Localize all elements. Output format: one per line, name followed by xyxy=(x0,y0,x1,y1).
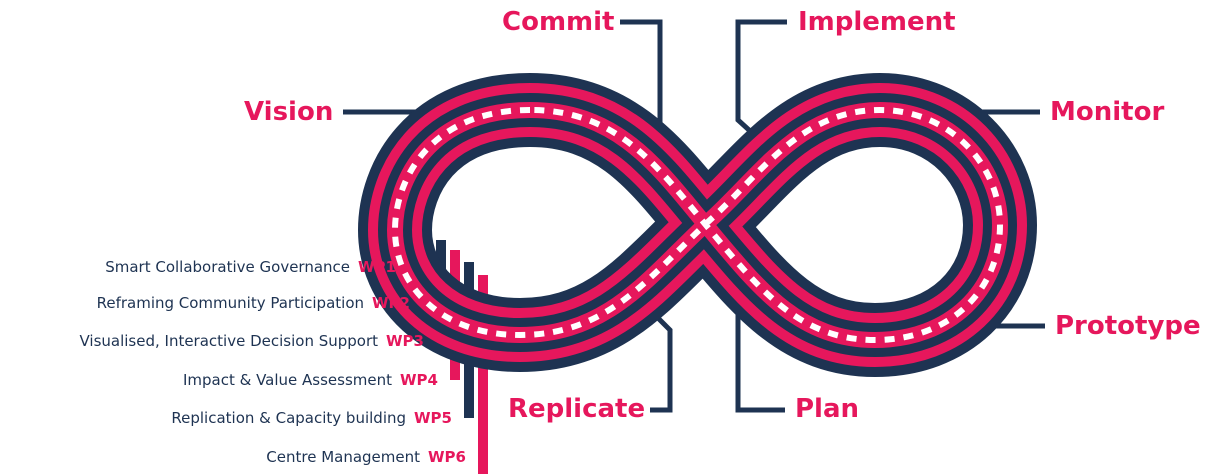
wp-name: Smart Collaborative Governance xyxy=(105,258,351,276)
wp-row: Smart Collaborative Governance WP1 xyxy=(105,260,396,275)
wp-row: Replication & Capacity building WP5 xyxy=(171,411,452,426)
replicate-connector xyxy=(648,308,673,413)
wp-row: Visualised, Interactive Decision Support… xyxy=(79,334,424,349)
label-commit: Commit xyxy=(502,7,615,37)
label-plan: Plan xyxy=(795,394,860,424)
label-replicate: Replicate xyxy=(508,394,646,424)
wp-code: WP5 xyxy=(414,409,452,427)
wp-code: WP4 xyxy=(400,371,438,389)
label-prototype: Prototype xyxy=(1055,311,1201,341)
wp-row: Reframing Community Participation WP2 xyxy=(97,296,410,311)
wp-row: Impact & Value Assessment WP4 xyxy=(183,373,438,388)
wp-name: Centre Management xyxy=(266,448,421,466)
label-monitor: Monitor xyxy=(1050,97,1165,127)
wp-code: WP1 xyxy=(358,258,396,276)
wp-code: WP3 xyxy=(386,332,424,350)
label-implement: Implement xyxy=(798,7,956,37)
wp6-line xyxy=(478,275,488,474)
wp-row: Centre Management WP6 xyxy=(266,450,466,465)
wp-name: Impact & Value Assessment xyxy=(182,371,393,389)
wp-code: WP2 xyxy=(372,294,410,312)
wp-code: WP6 xyxy=(428,448,466,466)
wp-name: Reframing Community Participation xyxy=(96,294,365,312)
infinity-bands xyxy=(358,73,1037,377)
wp-name: Visualised, Interactive Decision Support xyxy=(79,332,379,350)
label-vision: Vision xyxy=(244,97,334,127)
wp-name: Replication & Capacity building xyxy=(171,409,407,427)
